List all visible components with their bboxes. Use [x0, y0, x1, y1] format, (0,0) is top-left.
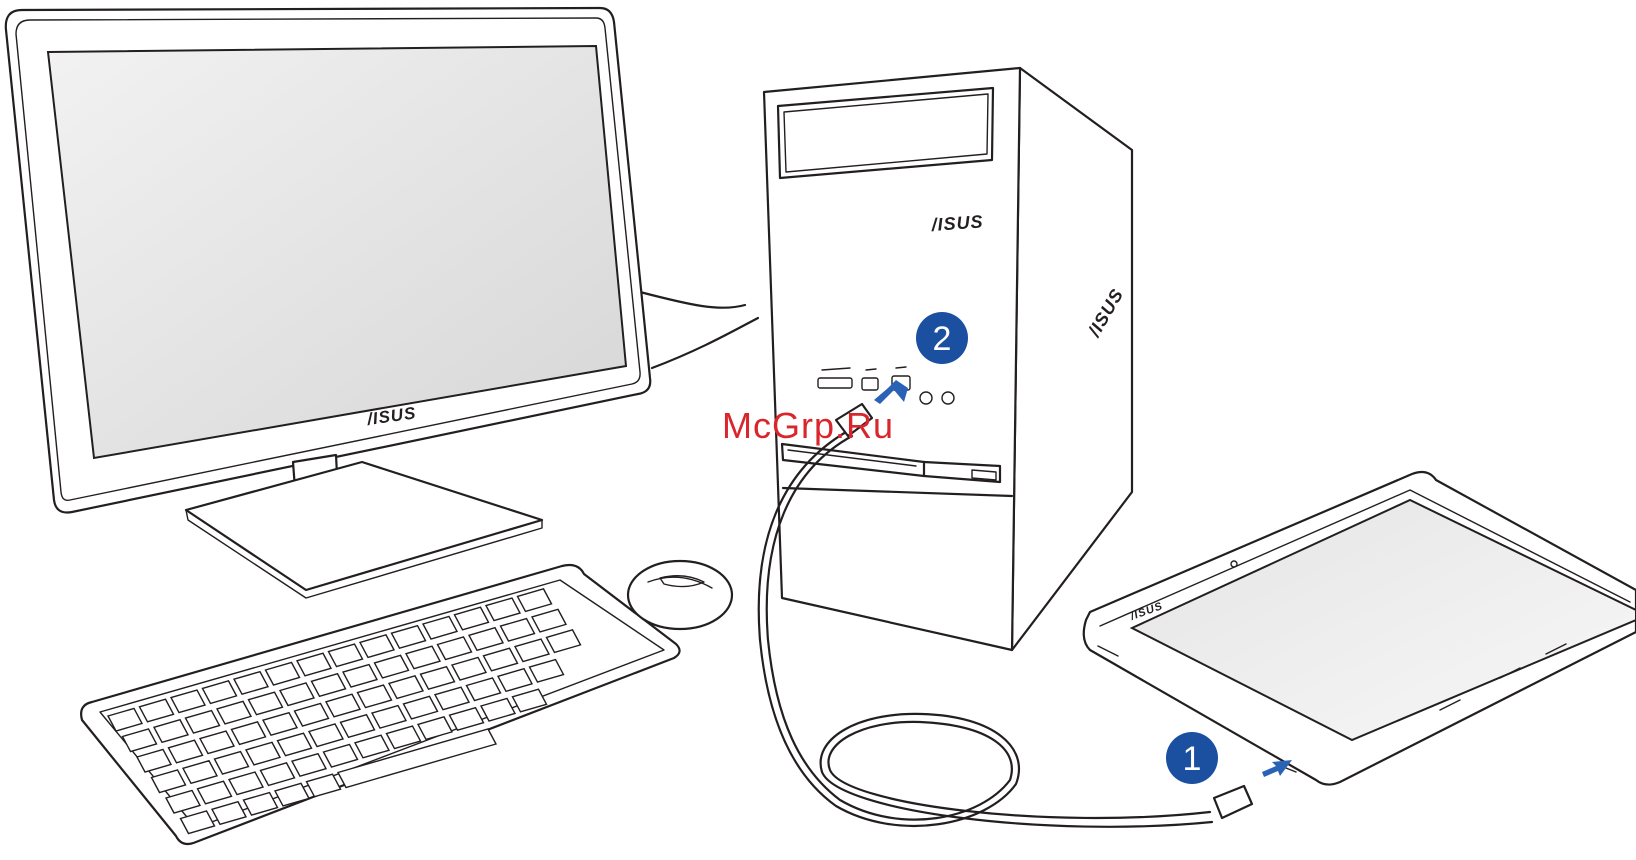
mouse	[628, 561, 732, 629]
watermark-text: McGrp.Ru	[722, 405, 894, 447]
tower-brand-logo: /ISUS	[930, 211, 984, 235]
step-2-label: 2	[933, 320, 952, 358]
monitor: /ISUS	[6, 8, 758, 598]
step-1-badge: 1	[1166, 732, 1218, 784]
usb-plug-tablet	[1214, 786, 1252, 818]
step-2-badge: 2	[916, 312, 968, 364]
keyboard	[81, 565, 679, 844]
tablet: /ISUS	[1084, 472, 1636, 785]
step-1-label: 1	[1183, 740, 1202, 778]
